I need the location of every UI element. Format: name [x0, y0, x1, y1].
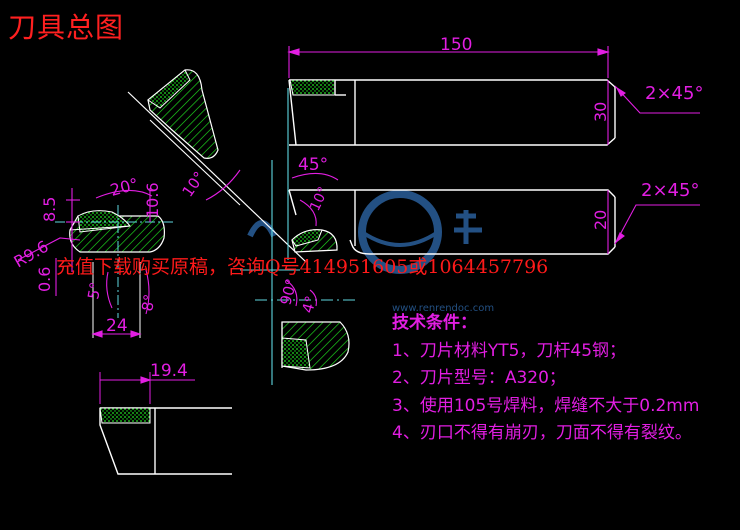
- tool-side-view: [99, 372, 232, 475]
- dim-angle-45: 45°: [298, 155, 328, 175]
- dimension-lines: [17, 46, 700, 384]
- dimension-texts: 150 30 2×45° 2×45° 20 45° 10° 10° 20° 8.…: [11, 35, 704, 381]
- dim-0-6: 0.6: [35, 267, 54, 292]
- dim-angle-5: 5°: [84, 281, 105, 301]
- requirements-list: 1、刀片材料YT5，刀杆45钢； 2、刀片型号：A320； 3、使用105号焊料…: [392, 338, 732, 448]
- requirement-item: 1、刀片材料YT5，刀杆45钢；: [392, 340, 627, 361]
- dim-radius-9-6: R9.6: [11, 237, 52, 272]
- tool-top-view: [288, 79, 616, 146]
- dim-height-30: 30: [591, 102, 610, 122]
- section-upper-left: [127, 69, 307, 263]
- technical-requirements: 技术条件： 1、刀片材料YT5，刀杆45钢； 2、刀片型号：A320； 3、使用…: [392, 310, 732, 448]
- watermark-site: www.renrendoc.com: [392, 303, 494, 314]
- dim-chamfer-top: 2×45°: [645, 83, 703, 104]
- requirement-item: 4、刃口不得有崩刃，刀面不得有裂纹。: [392, 423, 692, 443]
- dim-chamfer-bottom: 2×45°: [641, 180, 699, 201]
- dim-angle-20: 20°: [108, 174, 140, 200]
- dim-height-20: 20: [591, 210, 610, 230]
- dim-angle-4: 4°: [298, 294, 320, 315]
- dim-8-5: 8.5: [40, 197, 59, 222]
- requirement-item: 3、使用105号焊料，焊缝不大于0.2mm: [392, 395, 700, 416]
- tool-front-view: [288, 189, 616, 255]
- dim-angle-10-mid: 10°: [307, 184, 332, 213]
- requirements-title: 技术条件：: [392, 313, 477, 333]
- dim-length-150: 150: [440, 35, 472, 55]
- watermark-text: 充值下载购买原稿，咨询Q号414951605或1064457796: [56, 256, 549, 278]
- dim-angle-10-upper: 10°: [179, 168, 209, 200]
- centerlines: [240, 88, 355, 385]
- section-left: [55, 205, 175, 338]
- dim-19-4: 19.4: [150, 361, 188, 381]
- requirement-item: 2、刀片型号：A320；: [392, 368, 566, 388]
- dim-10-6: 10.6: [143, 182, 162, 218]
- drawing-title: 刀具总图: [8, 11, 125, 44]
- tip-detail: [281, 229, 350, 371]
- dim-24: 24: [106, 316, 128, 336]
- dim-angle-8: 8°: [138, 293, 159, 313]
